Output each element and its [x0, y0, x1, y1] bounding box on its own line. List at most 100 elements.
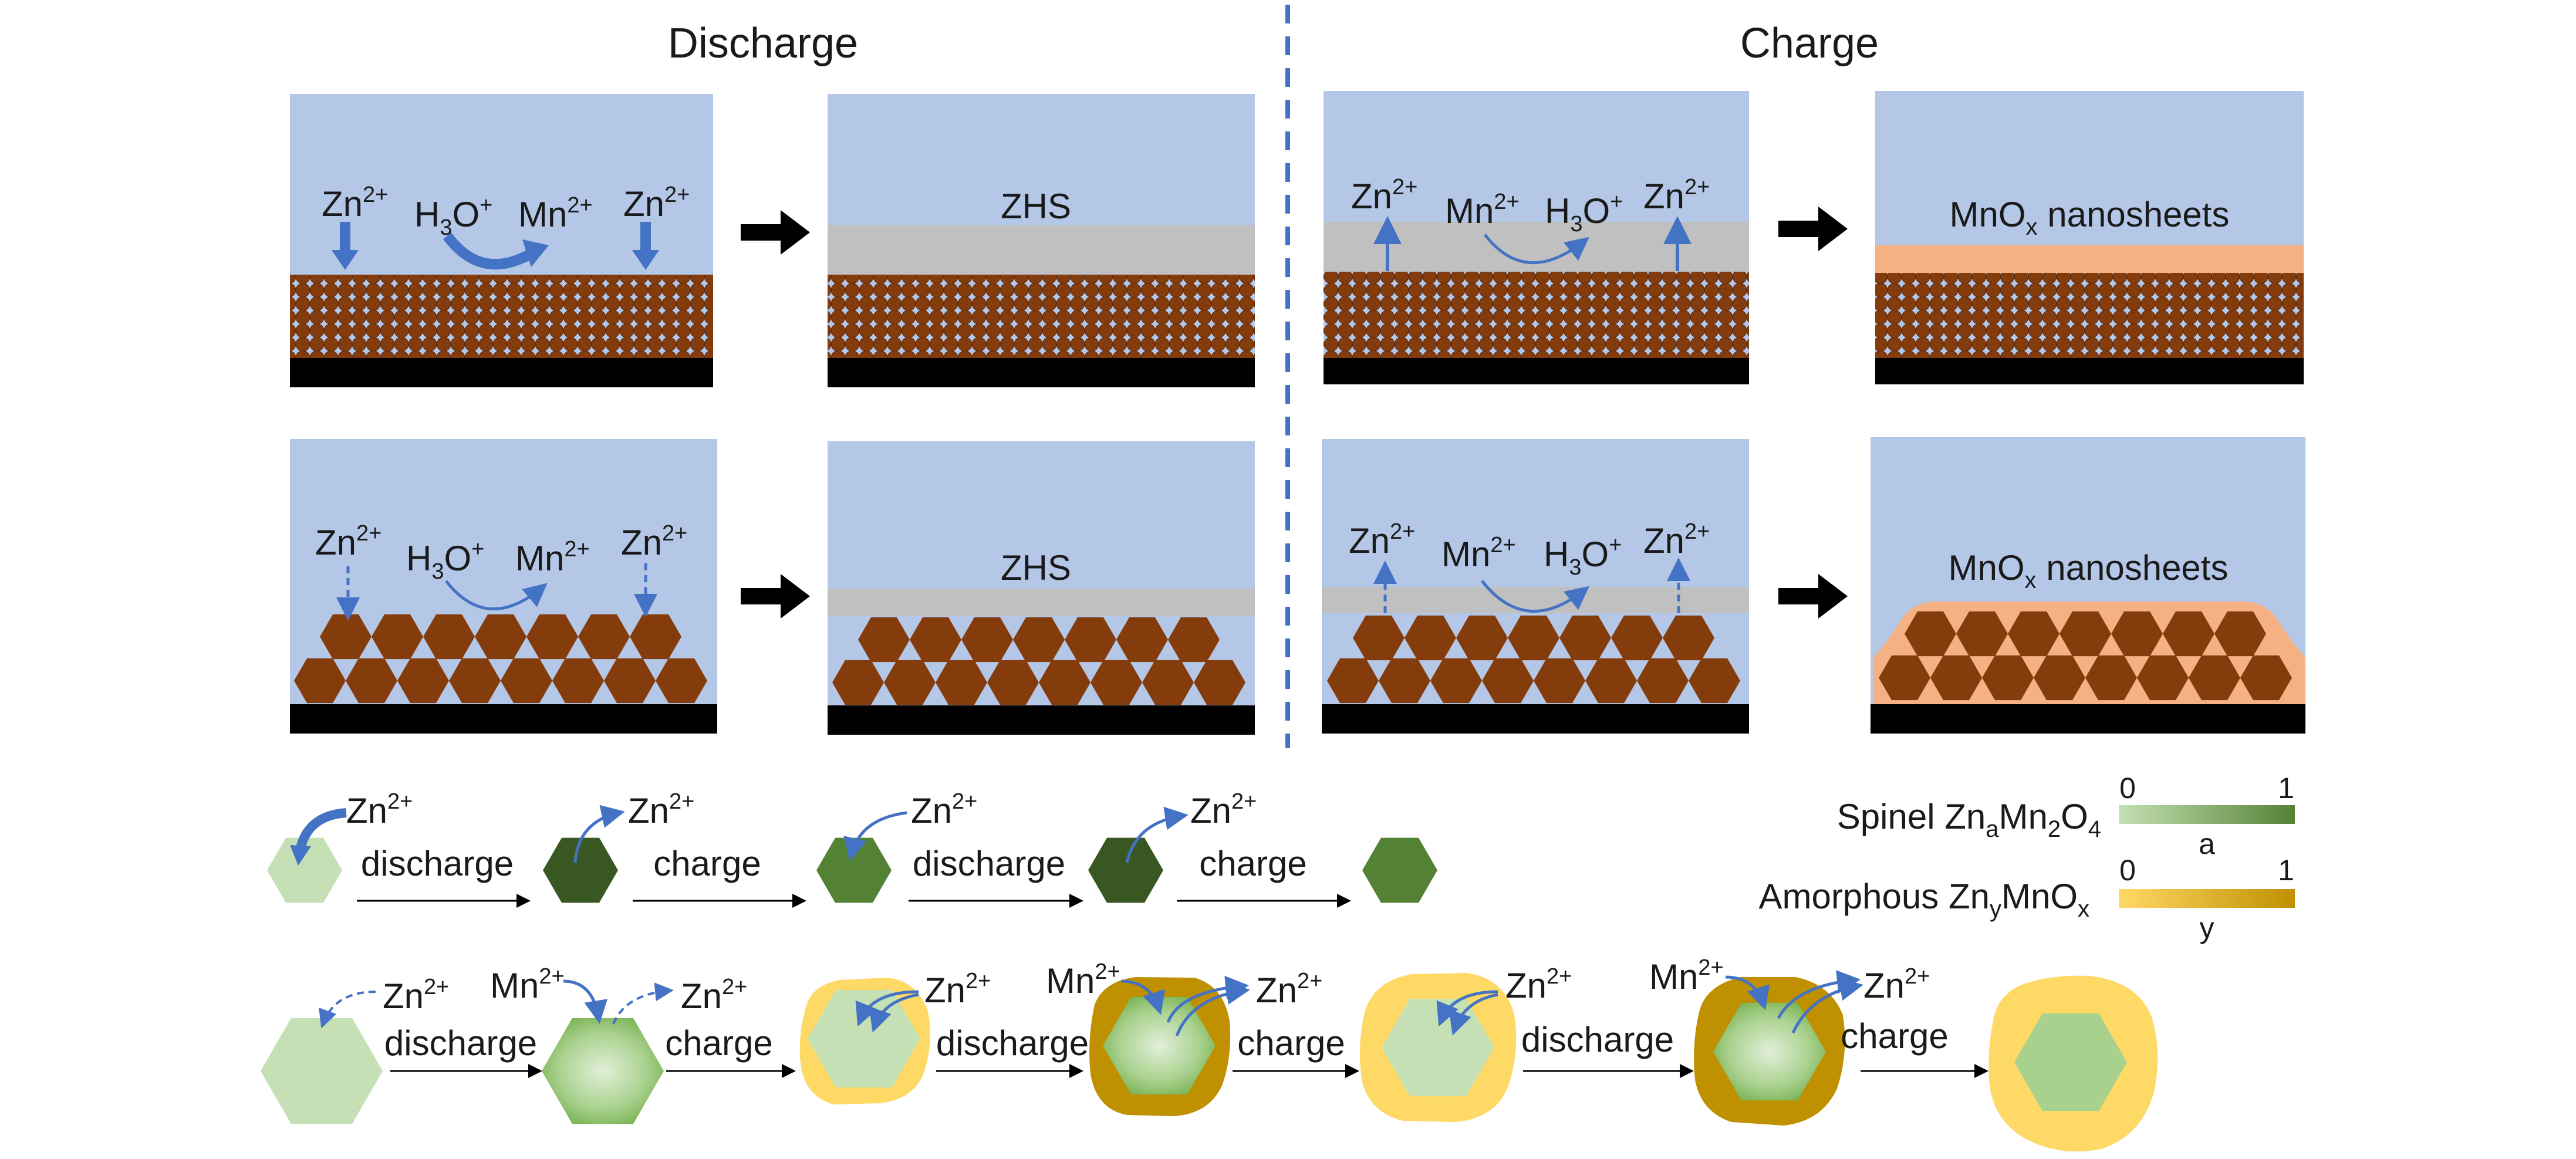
hex-particle	[2137, 655, 2189, 701]
particle-hexagon	[543, 837, 618, 903]
dashed-insertion-arrow-icon	[319, 991, 376, 1029]
particle-hexagon	[816, 837, 892, 903]
hex-particle	[475, 614, 526, 660]
panel-charge-dense-initial: Zn2+ Mn2+ H3O+ Zn2+	[1324, 91, 1749, 384]
hex-particle	[1905, 611, 1956, 657]
hex-particle	[1065, 617, 1116, 663]
hex-particle	[1611, 615, 1663, 661]
transition-arrow-icon	[741, 574, 810, 619]
step-label-discharge: discharge	[913, 844, 1065, 883]
ion-label-h3o: H3O+	[414, 193, 492, 240]
hex-particle	[294, 658, 346, 704]
hex-particle	[2240, 655, 2292, 701]
ion-label-mn: Mn2+	[1046, 959, 1120, 1001]
ion-label-zn: Zn2+	[623, 183, 690, 224]
legend-spinel-label: Spinel ZnaMn2O4	[1837, 797, 2101, 842]
hex-particle	[1879, 655, 1930, 701]
step-label-charge: charge	[1199, 844, 1306, 883]
hex-particle	[1508, 615, 1559, 661]
particle-hexagon	[267, 837, 342, 903]
insertion-arrow-icon	[869, 993, 919, 1033]
hex-particle	[1456, 615, 1508, 661]
dense-particle-layer	[828, 275, 1255, 358]
ion-label-zn: Zn2+	[1643, 175, 1710, 216]
mn-insertion-arrow-icon	[563, 979, 608, 1024]
ion-label-zn: Zn2+	[681, 975, 747, 1016]
panel-charge-hex-mnox: MnOx nanosheets	[1871, 437, 2305, 734]
sequence-crystalline: Zn2+ Zn2+ Zn2+ Zn2+ discharge charge dis…	[267, 789, 1437, 908]
ion-label-zn: Zn2+	[911, 789, 977, 830]
down-arrow-icon	[332, 222, 359, 270]
ion-label-zn: Zn2+	[924, 969, 991, 1010]
particle-hexagon	[808, 989, 920, 1088]
curved-arrow-icon	[445, 580, 548, 611]
dense-particle-layer	[1324, 272, 1749, 358]
hex-particle	[2189, 655, 2240, 701]
hex-particle	[346, 658, 397, 704]
hex-particle	[1482, 658, 1534, 704]
transition-arrow-icon	[1778, 207, 1848, 251]
panel-discharge-hex-initial: Zn2+ H3O+ Mn2+ Zn2+	[290, 439, 717, 734]
ion-label-zn: Zn2+	[628, 789, 694, 830]
ion-label-mn: Mn2+	[490, 964, 565, 1005]
ion-label-h3o: H3O+	[406, 537, 484, 584]
spinel-colorbar	[2119, 805, 2295, 824]
hex-particle	[2111, 611, 2163, 657]
hex-particle	[1559, 615, 1611, 661]
hex-particle	[1116, 617, 1168, 663]
substrate	[1871, 704, 2305, 734]
hex-particle	[1405, 615, 1456, 661]
particle-hexagon	[2014, 1013, 2127, 1111]
ion-label-zn: Zn2+	[1863, 964, 1930, 1005]
zhs-layer	[828, 589, 1255, 616]
ion-label-zn: Zn2+	[315, 521, 381, 562]
hex-particle	[2034, 655, 2085, 701]
amorphous-colorbar	[2119, 889, 2295, 908]
substrate	[828, 358, 1255, 387]
insertion-arrow-icon	[1436, 990, 1498, 1027]
hex-particle	[1013, 617, 1065, 663]
step-label-discharge: discharge	[936, 1023, 1089, 1063]
amorphous-min: 0	[2119, 854, 2136, 887]
hex-particle	[910, 617, 961, 663]
hex-particle	[987, 660, 1039, 705]
hex-particle	[1689, 658, 1740, 704]
curved-arrow-icon	[443, 232, 534, 270]
hex-particle	[1534, 658, 1585, 704]
hex-particle	[1956, 611, 2008, 657]
extraction-arrow-icon	[1125, 806, 1189, 863]
ion-label-zn: Zn2+	[1256, 969, 1322, 1010]
hex-particle	[884, 660, 936, 705]
ion-label-zn: Zn2+	[1349, 519, 1415, 560]
legend-amorphous-label: Amorphous ZnyMnOx	[1758, 877, 2089, 922]
step-label-discharge: discharge	[384, 1023, 537, 1063]
step-label-charge: charge	[653, 844, 761, 883]
hex-particle	[578, 614, 630, 660]
ion-label-zn: Zn2+	[1190, 789, 1257, 830]
hex-particle	[2214, 611, 2266, 657]
ion-label-zn: Zn2+	[1643, 519, 1710, 560]
mnox-nanosheets-label: MnOx nanosheets	[1949, 548, 2229, 593]
hex-particle	[1379, 658, 1430, 704]
particle-hexagon	[261, 1018, 383, 1124]
hex-particles	[1879, 611, 2292, 701]
hex-particle	[1327, 658, 1379, 704]
particle-hexagon	[1088, 837, 1163, 903]
hex-particle	[1194, 660, 1245, 705]
extraction-arrow-icon	[1791, 977, 1863, 1034]
panel-discharge-dense-initial: Zn2+ H3O+ Mn2+ Zn2+	[290, 94, 713, 387]
hex-particle	[858, 617, 910, 663]
hex-particle	[1353, 615, 1405, 661]
hex-particle	[656, 658, 707, 704]
mnox-layer	[1875, 245, 2304, 273]
substrate	[828, 705, 1255, 735]
hex-particle	[552, 658, 604, 704]
zhs-label: ZHS	[1001, 187, 1071, 226]
curved-arrow-icon	[1481, 580, 1589, 613]
step-label-charge: charge	[1237, 1023, 1345, 1063]
curved-arrow-icon	[1484, 234, 1589, 265]
hex-particle	[1663, 615, 1714, 661]
insertion-arrow-icon	[1449, 993, 1498, 1036]
hex-particle	[501, 658, 552, 704]
hex-particle	[372, 614, 423, 660]
